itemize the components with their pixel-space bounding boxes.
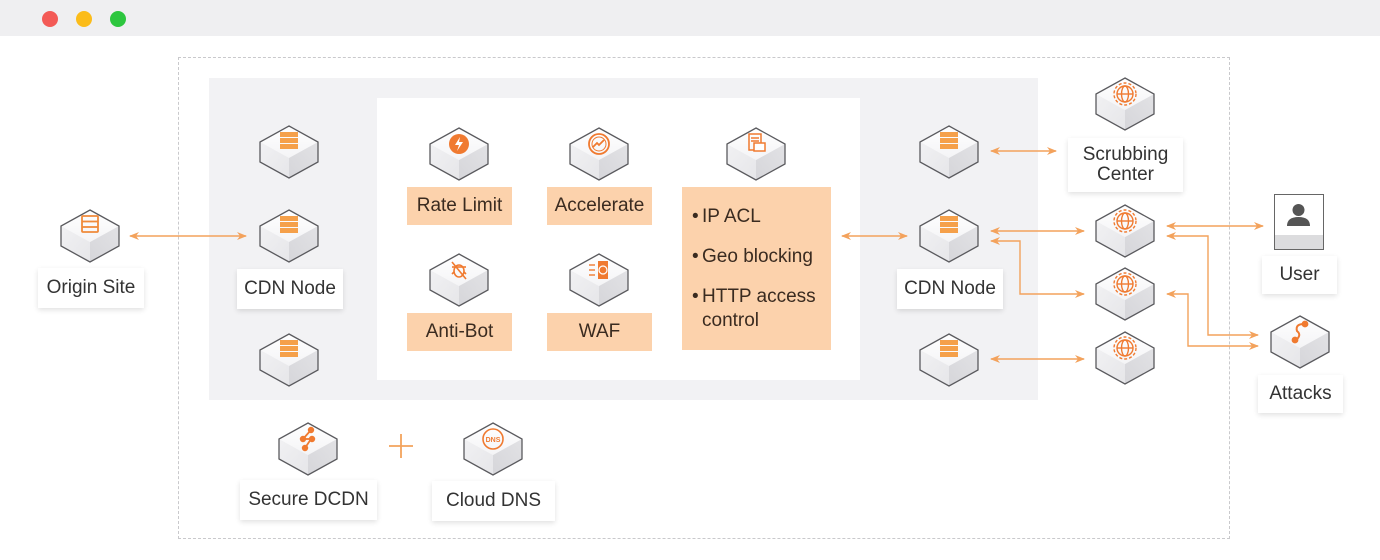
left-cdn-node-2[interactable] [258,208,320,264]
edge-node-1[interactable] [1094,203,1156,259]
plus-icon [389,434,413,458]
globe-shield-icon [1113,82,1137,106]
scrubbing-center-node[interactable] [1094,76,1156,132]
origin-site-label: Origin Site [38,268,144,308]
left-cdn-node-3[interactable] [258,332,320,388]
accelerate-node[interactable] [568,126,630,182]
accelerate-feature[interactable]: Accelerate [547,187,652,225]
waf-feature[interactable]: WAF [547,313,652,351]
origin-site-node[interactable] [59,208,121,264]
network-share-icon [299,426,316,452]
acl-item-geo: •Geo blocking [692,246,813,267]
globe-shield-icon [1113,209,1137,233]
left-cdn-node-label: CDN Node [237,269,343,309]
server-rack-icon [81,215,99,233]
user-icon [1287,204,1310,226]
rate-limit-node[interactable] [428,126,490,182]
anti-bot-node[interactable] [428,252,490,308]
attacks-label: Attacks [1258,375,1343,413]
cloud-dns-label: Cloud DNS [432,481,555,521]
anti-bot-feature[interactable]: Anti-Bot [407,313,512,351]
user-label: User [1262,256,1337,294]
waf-node[interactable] [568,252,630,308]
dns-globe-icon: DNS [482,428,504,450]
globe-shield-icon [1113,336,1137,360]
server-stack-icon [280,216,298,233]
rate-limit-feature[interactable]: Rate Limit [407,187,512,225]
svg-text:DNS: DNS [486,437,501,444]
cdn-to-edge2-connector [990,237,1085,298]
server-stack-icon [940,340,958,357]
right-cdn-node-label: CDN Node [897,269,1003,309]
left-cdn-node-1[interactable] [258,124,320,180]
window-titlebar [0,0,1380,36]
cloud-dns-node[interactable]: DNS [462,421,524,477]
secure-dcdn-label: Secure DCDN [240,480,377,520]
server-stack-icon [940,216,958,233]
close-window-button[interactable] [42,11,58,27]
server-stack-icon [280,340,298,357]
acl-item-ip: •IP ACL [692,206,761,227]
user-node[interactable] [1274,194,1324,250]
edge-node-2[interactable] [1094,266,1156,322]
right-cdn-node-2[interactable] [918,208,980,264]
attacks-node[interactable] [1269,314,1331,370]
minimize-window-button[interactable] [76,11,92,27]
edge2-to-attacks-connector [1166,290,1259,350]
server-stack-icon [280,132,298,149]
server-stack-icon [940,132,958,149]
lightning-icon [449,134,469,154]
acl-document-icon [748,133,766,152]
edge-node-3[interactable] [1094,330,1156,386]
attack-path-icon [1291,320,1309,344]
right-cdn-node-3[interactable] [918,332,980,388]
bug-blocked-icon [451,261,467,280]
globe-shield-icon [1113,272,1137,296]
right-cdn-node-1[interactable] [918,124,980,180]
acl-node[interactable] [725,126,787,182]
maximize-window-button[interactable] [110,11,126,27]
firewall-globe-icon [589,261,608,279]
speedometer-icon [588,133,610,155]
edge1-to-attacks-connector [1166,232,1259,339]
secure-dcdn-node[interactable] [277,421,339,477]
